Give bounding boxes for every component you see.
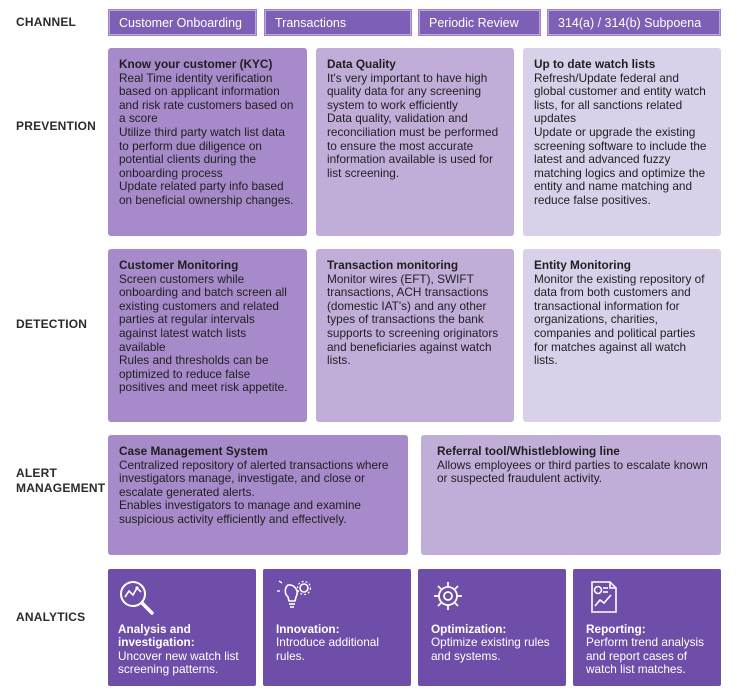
box-title: Data Quality	[327, 57, 396, 71]
box-line: Real Time identity verification based on…	[119, 70, 294, 126]
prevention-watch-lists-box: Up to date watch lists Refresh/Update fe…	[523, 48, 721, 236]
row-label-analytics: ANALYTICS	[16, 610, 86, 624]
analytics-optimization-box: Optimization: Optimize existing rules an…	[418, 569, 566, 686]
box-line: Update or upgrade the existing screening…	[534, 124, 707, 207]
magnifier-chart-icon	[120, 581, 154, 615]
gear-icon	[434, 582, 462, 610]
channel-transactions: Transactions	[264, 9, 412, 36]
analytics-text: Perform trend analysis and report cases …	[586, 635, 705, 677]
analytics-innovation-box: Innovation: Introduce additional rules.	[263, 569, 411, 686]
row-label-alert-management: ALERT MANAGEMENT	[16, 466, 106, 495]
analytics-title: Reporting:	[586, 622, 646, 636]
box-line: Rules and thresholds can be optimized to…	[119, 353, 288, 395]
channel-subpoena: 314(a) / 314(b) Subpoena	[547, 9, 721, 36]
box-line: Centralized repository of alerted transa…	[119, 457, 389, 499]
box-title: Up to date watch lists	[534, 57, 656, 71]
prevention-kyc-box: Know your customer (KYC) Real Time ident…	[108, 48, 307, 236]
box-line: Data quality, validation and reconciliat…	[327, 111, 499, 180]
report-chart-icon	[591, 581, 617, 613]
analytics-title: Optimization:	[431, 622, 507, 636]
detection-customer-monitoring-box: Customer Monitoring Screen customers whi…	[108, 249, 307, 422]
box-title: Case Management System	[119, 444, 268, 458]
analytics-reporting-box: Reporting: Perform trend analysis and re…	[573, 569, 721, 686]
channel-periodic-review: Periodic Review	[418, 9, 541, 36]
box-line: Monitor wires (EFT), SWIFT transactions,…	[327, 271, 499, 368]
prevention-data-quality-box: Data Quality It's very important to have…	[316, 48, 514, 236]
lightbulb-gear-icon	[277, 580, 312, 608]
box-line: Screen customers while onboarding and ba…	[119, 271, 287, 354]
detection-transaction-monitoring-box: Transaction monitoring Monitor wires (EF…	[316, 249, 514, 422]
analytics-text: Optimize existing rules and systems.	[431, 635, 550, 663]
box-line: Utilize third party watch list data to p…	[119, 124, 285, 180]
analytics-title: Analysis and investigation:	[118, 622, 195, 650]
detection-entity-monitoring-box: Entity Monitoring Monitor the existing r…	[523, 249, 721, 422]
box-title: Referral tool/Whistleblowing line	[437, 444, 620, 458]
box-title: Entity Monitoring	[534, 258, 631, 272]
box-line: Allows employees or third parties to esc…	[437, 457, 708, 486]
row-label-channel: CHANNEL	[16, 15, 77, 29]
alert-case-management-box: Case Management System Centralized repos…	[108, 435, 408, 555]
box-line: It's very important to have high quality…	[327, 70, 488, 112]
box-line: Refresh/Update federal and global custom…	[534, 70, 706, 126]
analytics-title: Innovation:	[276, 622, 340, 636]
alert-referral-tool-box: Referral tool/Whistleblowing line Allows…	[421, 435, 721, 555]
box-title: Transaction monitoring	[327, 258, 459, 272]
box-line: Enables investigators to manage and exam…	[119, 498, 361, 526]
row-label-detection: DETECTION	[16, 317, 88, 331]
row-label-prevention: PREVENTION	[16, 119, 97, 133]
analytics-analysis-box: Analysis and investigation: Uncover new …	[108, 569, 256, 686]
box-title: Know your customer (KYC)	[119, 57, 273, 71]
box-line: Monitor the existing repository of data …	[534, 271, 705, 368]
analytics-text: Introduce additional rules.	[276, 635, 379, 663]
box-line: Update related party info based on benef…	[119, 179, 294, 207]
analytics-text: Uncover new watch list screening pattern…	[118, 648, 239, 677]
box-title: Customer Monitoring	[119, 258, 239, 272]
channel-customer-onboarding: Customer Onboarding	[108, 9, 257, 36]
